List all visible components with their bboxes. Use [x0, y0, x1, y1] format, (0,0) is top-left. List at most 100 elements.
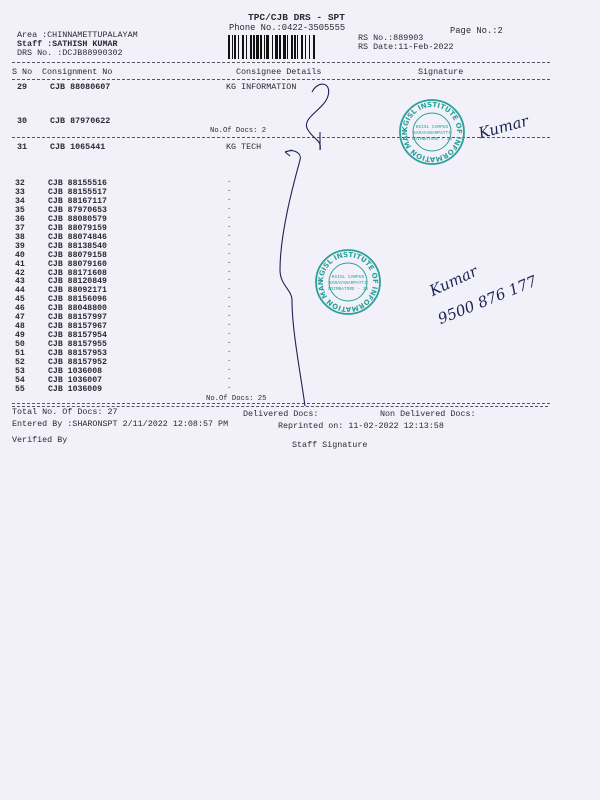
- row-sno: 36: [15, 214, 25, 224]
- barcode: [228, 35, 334, 59]
- table-row: 34 CJB 88167117.: [0, 194, 300, 206]
- row-consignment: CJB 88157953: [48, 349, 107, 359]
- page-number: Page No.:2: [450, 26, 503, 36]
- row-dot: .: [227, 257, 232, 266]
- row-sno: 45: [15, 295, 25, 305]
- row-sno: 38: [15, 232, 25, 242]
- institute-stamp: KGISL INSTITUTE OF INFORMATION MANAGEMEN…: [314, 248, 381, 315]
- non-delivered-docs: Non Delivered Docs:: [380, 409, 476, 419]
- row-consignment: CJB 1036008: [48, 366, 103, 376]
- svg-text:COIMBATORE - 35: COIMBATORE - 35: [328, 286, 369, 292]
- row-consignment: CJB 88171608: [48, 268, 107, 278]
- row-sno: 32: [15, 179, 25, 188]
- row-consignment: CJB 88157952: [48, 358, 107, 367]
- row-dot: .: [227, 177, 232, 185]
- rs-date: RS Date:11-Feb-2022: [358, 42, 454, 52]
- row-sno: 35: [15, 205, 25, 215]
- row-consignment: CJB 1036007: [48, 375, 103, 385]
- row-consignment: CJB 88138540: [48, 241, 107, 251]
- row-consignment: CJB 88156096: [48, 295, 107, 305]
- row-sno: 41: [15, 259, 25, 269]
- row-sno: 40: [15, 250, 25, 260]
- row-sno: 42: [15, 268, 25, 278]
- row-dot: .: [227, 302, 232, 311]
- svg-text:SARAVANAMPATTI: SARAVANAMPATTI: [413, 130, 451, 136]
- row-dot: .: [227, 356, 232, 364]
- phone-number: Phone No.:0422-3505555: [229, 23, 346, 33]
- divider: [12, 403, 550, 404]
- group-doc-count: No.Of Docs: 2: [210, 127, 267, 135]
- row-consignment: CJB 88092171: [48, 286, 107, 296]
- divider: [12, 137, 550, 138]
- staff: Staff :SATHISH KUMAR: [17, 39, 118, 49]
- drs-number: DRS No. :DCJB88990302: [17, 48, 123, 58]
- row-sno: 31: [17, 142, 28, 152]
- institute-stamp: KGISL INSTITUTE OF INFORMATION MANAGEMEN…: [398, 98, 465, 165]
- row-sno: 34: [15, 196, 25, 206]
- row-dot: .: [227, 382, 232, 391]
- row-sno: 52: [15, 358, 25, 367]
- row-dot: .: [227, 185, 232, 194]
- row-sno: 44: [15, 286, 25, 296]
- row-dot: .: [227, 275, 232, 284]
- col-consignee: Consignee Details: [236, 67, 322, 77]
- row-consignee: KG INFORMATION: [226, 82, 297, 92]
- row-sno: 30: [17, 116, 28, 126]
- row-sno: 39: [15, 241, 25, 251]
- svg-text:KGISL CAMPUS: KGISL CAMPUS: [332, 274, 365, 280]
- table-row: 35 CJB 87970653.: [0, 203, 300, 215]
- row-dot: .: [227, 230, 232, 239]
- row-sno: 55: [15, 384, 25, 394]
- row-dot: .: [227, 194, 232, 203]
- divider: [12, 406, 548, 407]
- row-dot: .: [227, 347, 232, 356]
- row-dot: .: [227, 248, 232, 257]
- col-signature: Signature: [418, 67, 464, 77]
- row-sno: 46: [15, 304, 25, 314]
- rs-number: RS No.:889903: [358, 33, 424, 43]
- divider: [12, 62, 550, 63]
- table-row: 52 CJB 88157952.: [0, 356, 300, 367]
- row-consignment: CJB 87970653: [48, 205, 107, 215]
- total-docs: Total No. Of Docs: 27: [12, 407, 118, 417]
- area: Area :CHINNAMETTUPALAYAM: [17, 30, 138, 40]
- row-consignment: CJB 1065441: [50, 142, 106, 152]
- col-sno: S No: [12, 67, 33, 77]
- row-consignment: CJB 88079160: [48, 259, 107, 269]
- reprinted-on: Reprinted on: 11-02-2022 12:13:58: [278, 421, 444, 431]
- group-doc-count: No.Of Docs: 25: [206, 395, 267, 403]
- staff-signature-label: Staff Signature: [292, 440, 368, 450]
- row-sno: 37: [15, 223, 25, 233]
- table-row: 41 CJB 88079160.: [0, 257, 300, 269]
- row-consignment: CJB 88157967: [48, 322, 107, 332]
- row-consignment: CJB 88079158: [48, 250, 107, 260]
- row-consignment: CJB 88120849: [48, 277, 107, 287]
- row-sno: 33: [15, 187, 25, 197]
- row-sno: 47: [15, 313, 25, 323]
- row-consignment: CJB 88155517: [48, 187, 107, 197]
- row-dot: .: [227, 203, 232, 212]
- row-dot: .: [227, 221, 232, 230]
- row-dot: .: [227, 284, 232, 293]
- row-consignment: CJB 88167117: [48, 196, 107, 206]
- divider: [12, 79, 550, 80]
- svg-text:SARAVANAMPATTI: SARAVANAMPATTI: [329, 280, 367, 286]
- row-dot: .: [227, 311, 232, 320]
- row-sno: 50: [15, 340, 25, 350]
- row-sno: 54: [15, 375, 25, 385]
- table-row: 33 CJB 88155517.: [0, 185, 300, 197]
